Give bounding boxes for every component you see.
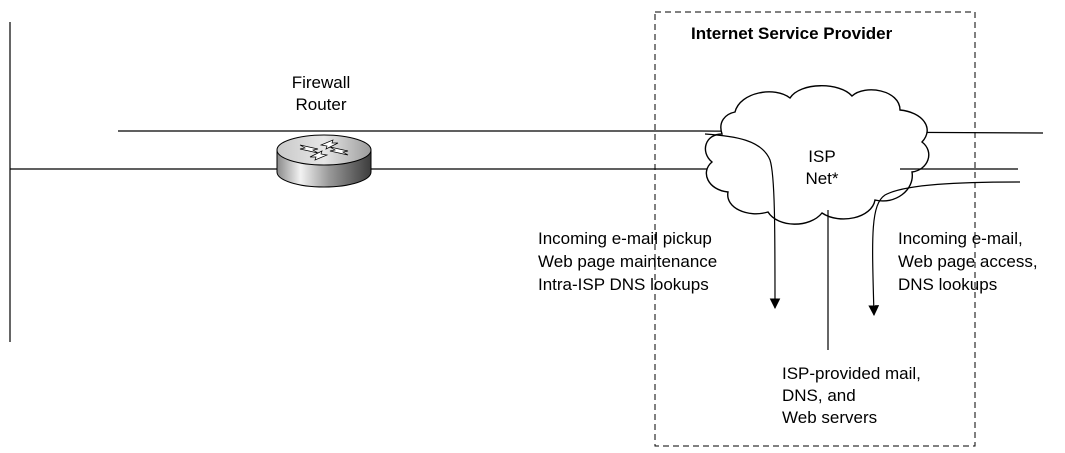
servers-label-line3: Web servers	[782, 408, 878, 427]
incoming-label-line1: Incoming e-mail,	[898, 229, 1023, 248]
outgoing-label-line2: Web page maintenance	[538, 252, 718, 271]
router-label-line2: Router	[295, 95, 347, 114]
router-label-line1: Firewall	[291, 73, 351, 92]
isp-box-title: Internet Service Provider	[691, 24, 893, 43]
outgoing-label-line3: Intra-ISP DNS lookups	[538, 275, 709, 294]
outgoing-traffic-arrow	[704, 133, 781, 310]
incoming-label-line3: DNS lookups	[898, 275, 998, 294]
isp-cloud	[704, 85, 930, 225]
cloud-label-line2: Net*	[805, 169, 839, 188]
outgoing-label-line1: Incoming e-mail pickup	[538, 229, 712, 248]
servers-label-line2: DNS, and	[782, 386, 856, 405]
incoming-label-line2: Web page access,	[898, 252, 1038, 271]
incoming-traffic-arrow	[868, 181, 1021, 317]
servers-label-line1: ISP-provided mail,	[782, 364, 921, 383]
isp-boundary-box	[654, 11, 976, 447]
cloud-label-line1: ISP	[808, 147, 836, 166]
router-icon	[276, 134, 372, 188]
